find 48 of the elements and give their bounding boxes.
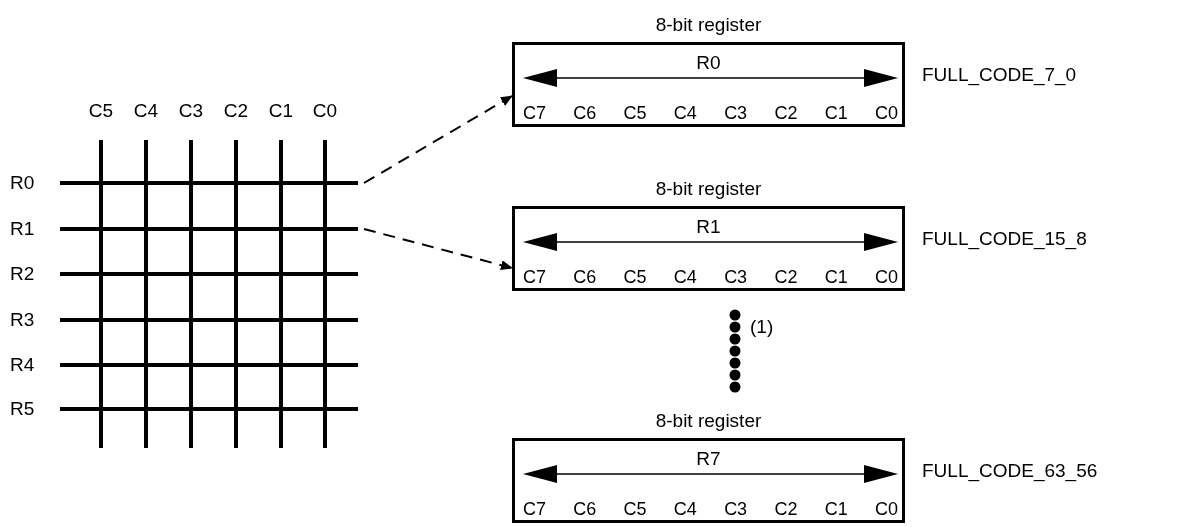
column-label: C6 bbox=[573, 497, 597, 520]
column-label: C5 bbox=[623, 101, 647, 124]
note-label: (1) bbox=[750, 317, 774, 336]
row-label: R3 bbox=[10, 310, 35, 329]
row-label: R4 bbox=[10, 355, 35, 374]
column-label: C2 bbox=[222, 101, 250, 120]
column-label: C5 bbox=[87, 101, 115, 120]
column-label: C3 bbox=[724, 101, 748, 124]
register-name: FULL_CODE_15_8 bbox=[922, 228, 1087, 248]
column-label: C7 bbox=[523, 265, 546, 288]
row-label: R2 bbox=[10, 264, 35, 283]
column-label: C1 bbox=[267, 101, 295, 120]
column-label: C7 bbox=[523, 101, 546, 124]
column-label: C2 bbox=[774, 101, 798, 124]
row-label: R5 bbox=[10, 399, 35, 418]
column-label: C7 bbox=[523, 497, 546, 520]
row-label: R1 bbox=[696, 217, 721, 236]
column-label: C1 bbox=[824, 497, 848, 520]
column-label: C4 bbox=[673, 265, 697, 288]
register-title: 8-bit register bbox=[654, 411, 763, 430]
register-name: FULL_CODE_63_56 bbox=[922, 460, 1098, 480]
column-label: C0 bbox=[874, 497, 898, 520]
column-label: C4 bbox=[132, 101, 160, 120]
column-label: C0 bbox=[874, 101, 898, 124]
column-label: C5 bbox=[623, 265, 647, 288]
column-label: C5 bbox=[623, 497, 647, 520]
row-label: R0 bbox=[10, 173, 35, 192]
column-label: C1 bbox=[824, 101, 848, 124]
register-title: 8-bit register bbox=[654, 179, 763, 198]
column-label: C0 bbox=[311, 101, 339, 120]
column-label: C0 bbox=[874, 265, 898, 288]
column-label: C4 bbox=[673, 101, 697, 124]
row-label: R1 bbox=[10, 219, 35, 238]
dashed-arrow bbox=[363, 95, 513, 184]
column-label: C2 bbox=[774, 265, 798, 288]
register-name: FULL_CODE_7_0 bbox=[922, 64, 1077, 84]
column-label: C3 bbox=[724, 497, 748, 520]
column-label: C3 bbox=[724, 265, 748, 288]
column-label: C1 bbox=[824, 265, 848, 288]
column-label: C2 bbox=[774, 497, 798, 520]
row-label: R0 bbox=[696, 53, 721, 72]
column-label: C3 bbox=[177, 101, 205, 120]
dashed-arrow bbox=[363, 228, 513, 271]
column-label: C4 bbox=[673, 497, 697, 520]
column-label: C6 bbox=[573, 265, 597, 288]
column-label: C6 bbox=[573, 101, 597, 124]
row-label: R7 bbox=[696, 449, 721, 468]
register-title: 8-bit register bbox=[654, 15, 763, 34]
